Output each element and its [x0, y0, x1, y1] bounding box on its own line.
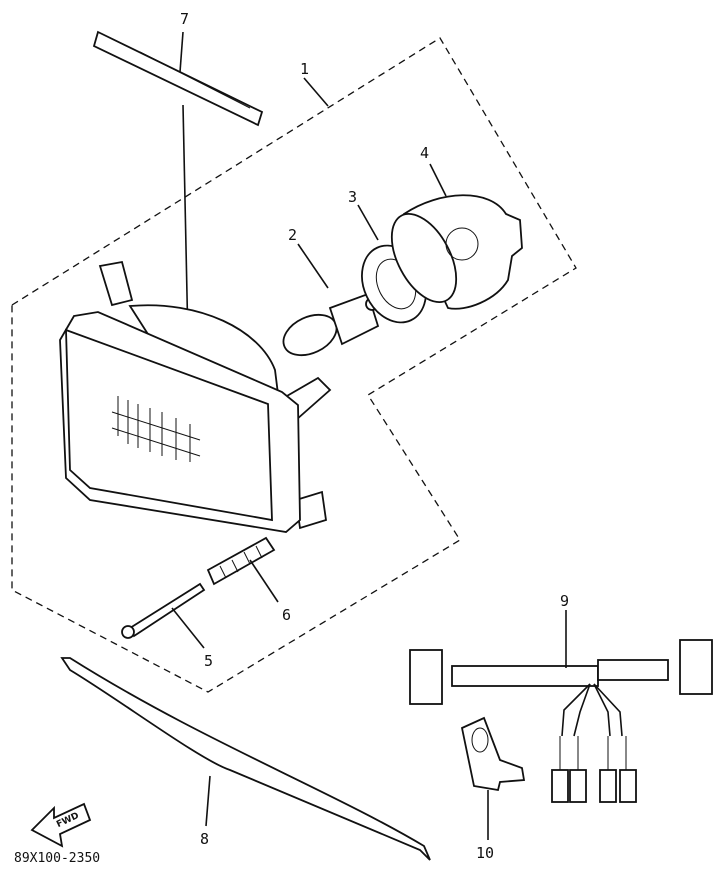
part-8-strip — [60, 657, 431, 861]
callout-10: 10 — [476, 844, 494, 862]
leader-7-to-lens — [182, 104, 189, 343]
part-9-harness — [409, 639, 713, 803]
part-10-clamp — [460, 716, 526, 792]
part-6-spring — [206, 536, 276, 586]
leader-8 — [205, 775, 211, 827]
leader-1 — [303, 77, 329, 107]
callout-1: 1 — [300, 60, 309, 78]
part-2-bulb — [282, 292, 380, 357]
callout-8: 8 — [200, 830, 209, 848]
part-7-strip — [92, 30, 264, 127]
callout-3: 3 — [348, 188, 357, 206]
part-4-cover — [390, 194, 523, 310]
callout-7: 7 — [180, 10, 189, 28]
leader-4 — [429, 163, 447, 197]
callout-6: 6 — [282, 606, 291, 624]
leader-6 — [249, 559, 279, 603]
diagram-code: 89X100-2350 — [14, 851, 100, 866]
lens-texture — [111, 396, 201, 462]
leader-3 — [357, 204, 379, 241]
callout-4: 4 — [420, 144, 429, 162]
leader-7 — [179, 31, 184, 73]
leader-5 — [171, 607, 205, 649]
part-1-headlight — [59, 260, 332, 533]
callout-2: 2 — [288, 226, 297, 244]
fwd-arrow-icon: FWD — [30, 802, 92, 848]
leader-2 — [297, 243, 329, 289]
callout-5: 5 — [204, 652, 213, 670]
callout-9: 9 — [560, 592, 569, 610]
part-5-screw — [121, 582, 206, 639]
